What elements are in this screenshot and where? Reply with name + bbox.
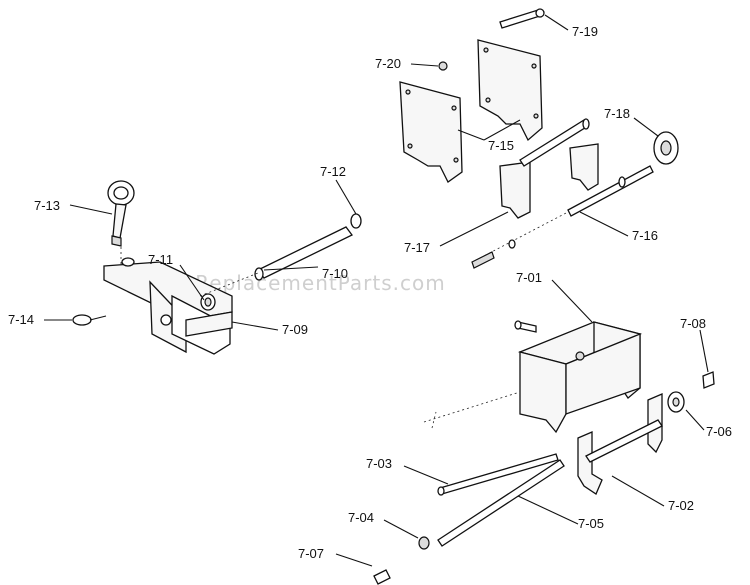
nut-lower-part — [418, 536, 430, 550]
label-7-04: 7-04 — [348, 510, 374, 525]
side-plates-part — [399, 39, 543, 183]
label-7-02: 7-02 — [668, 498, 694, 513]
label-7-13: 7-13 — [34, 198, 60, 213]
label-7-06: 7-06 — [706, 424, 732, 439]
lift-arm-part — [499, 118, 599, 219]
label-7-16: 7-16 — [632, 228, 658, 243]
label-7-14: 7-14 — [8, 312, 34, 327]
label-7-12: 7-12 — [320, 164, 346, 179]
mounting-bracket-part — [517, 321, 643, 434]
nut-part — [438, 61, 448, 71]
hairpin-clip-part — [72, 314, 107, 326]
label-7-11: 7-11 — [148, 252, 173, 267]
small-bolt-part — [514, 320, 537, 333]
label-7-01: 7-01 — [516, 270, 542, 285]
clevis-pin-rod-part — [200, 213, 362, 311]
label-7-08: 7-08 — [680, 316, 706, 331]
label-7-17: 7-17 — [404, 240, 430, 255]
label-7-05: 7-05 — [578, 516, 604, 531]
lower-arm-part — [577, 393, 663, 495]
label-7-07: 7-07 — [298, 546, 324, 561]
watermark: eReplacementParts.com — [182, 271, 446, 295]
label-7-09: 7-09 — [282, 322, 308, 337]
bolt-part — [499, 8, 545, 29]
label-7-18: 7-18 — [604, 106, 630, 121]
label-7-10: 7-10 — [322, 266, 348, 281]
label-7-15: 7-15 — [488, 138, 514, 153]
washer-spacer-part — [667, 371, 715, 413]
hitch-bracket-part — [103, 257, 233, 355]
hitch-pin-part — [107, 180, 135, 247]
bearing-part — [653, 131, 679, 165]
label-7-20: 7-20 — [375, 56, 401, 71]
shaft-part — [471, 165, 654, 269]
sleeve-part — [373, 569, 391, 585]
long-rods-part — [437, 453, 565, 547]
label-7-19: 7-19 — [572, 24, 598, 39]
leader-lines — [44, 14, 709, 567]
label-7-03: 7-03 — [366, 456, 392, 471]
